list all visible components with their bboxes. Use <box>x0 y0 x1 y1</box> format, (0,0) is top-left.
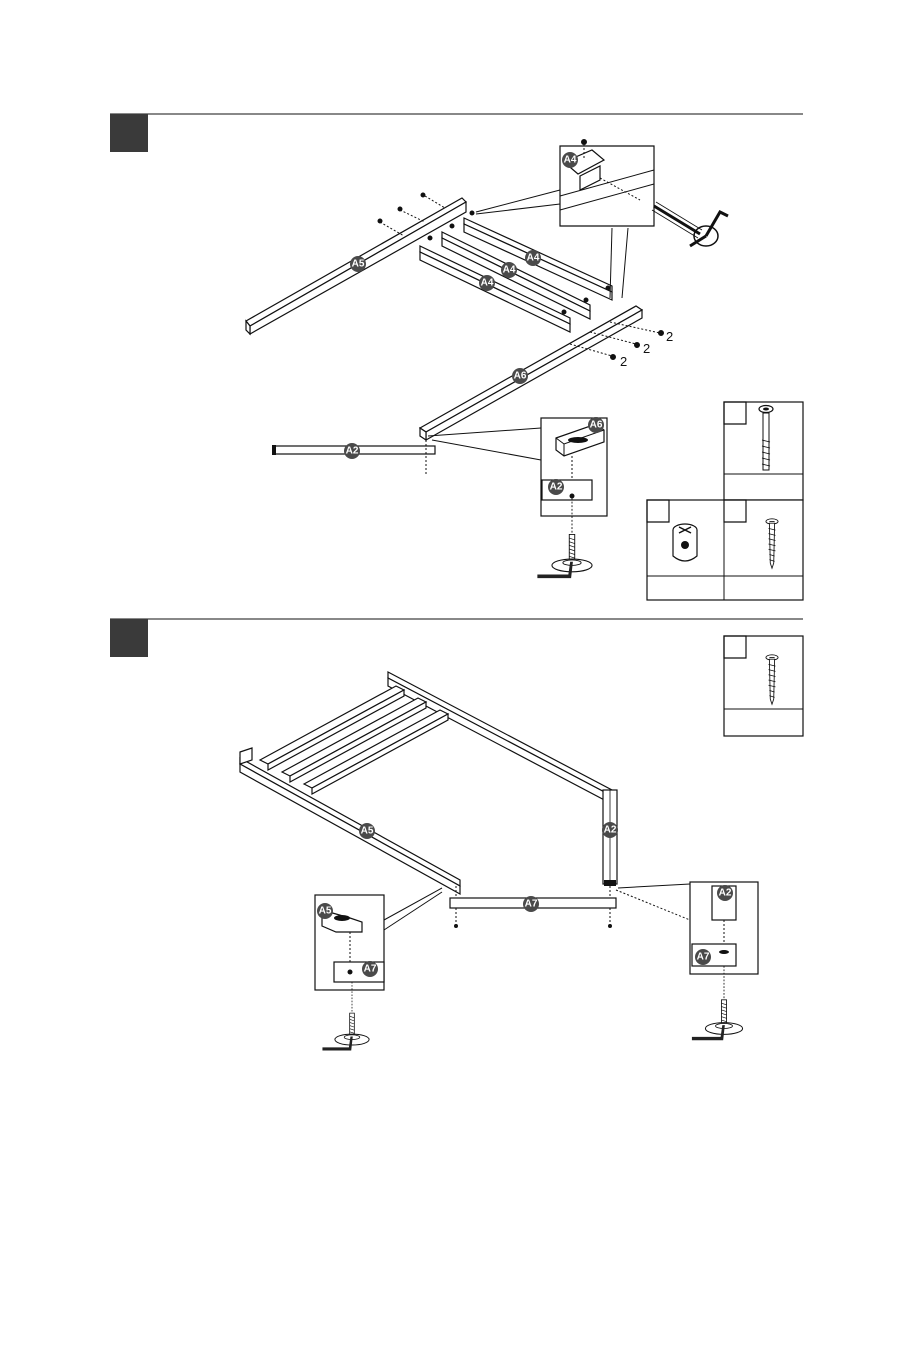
leveling-foot-icon <box>322 982 369 1050</box>
svg-text:A4: A4 <box>481 278 494 289</box>
svg-text:A7: A7 <box>525 899 538 910</box>
a6-a2-detail-callout: A6 A2 <box>428 417 607 578</box>
step-2-number-box <box>110 619 148 657</box>
a6-rail <box>420 306 642 440</box>
frame-cross-rails <box>260 686 448 794</box>
label-a4-bottom: A4 <box>479 275 495 291</box>
step-1-number-box <box>110 114 148 152</box>
svg-text:A6: A6 <box>514 371 527 382</box>
label-a2: A2 <box>344 443 360 459</box>
hardware-panel-step1 <box>647 402 803 600</box>
svg-text:A4: A4 <box>527 253 540 264</box>
svg-text:A2: A2 <box>604 825 617 836</box>
label-a4-top: A4 <box>525 250 541 266</box>
left-detail-callout: A5 A7 <box>315 888 442 1050</box>
right-detail-callout: A2 A7 <box>616 882 758 1040</box>
svg-text:A5: A5 <box>361 826 374 837</box>
bolt-count-1: 2 <box>666 329 673 344</box>
svg-text:A2: A2 <box>550 482 563 493</box>
svg-text:A5: A5 <box>319 906 332 917</box>
allen-key-icon <box>652 202 728 246</box>
hardware-panel-step2 <box>724 636 803 736</box>
label-step2-a2: A2 <box>602 822 618 838</box>
svg-text:A7: A7 <box>364 964 377 975</box>
svg-text:A5: A5 <box>352 259 365 270</box>
label-a5: A5 <box>350 256 366 272</box>
bolt-count-3: 2 <box>620 354 627 369</box>
svg-text:A4: A4 <box>564 155 577 166</box>
step-2: A5 A2 A7 A5 A7 <box>110 619 803 1050</box>
cam-nut-icon <box>673 524 697 561</box>
svg-text:A2: A2 <box>719 888 732 899</box>
leveling-foot-icon <box>692 966 743 1040</box>
svg-text:A4: A4 <box>503 265 516 276</box>
label-a4-middle: A4 <box>501 262 517 278</box>
label-a6: A6 <box>512 368 528 384</box>
frame-rear-rail <box>388 672 612 804</box>
bolt-count-2: 2 <box>643 341 650 356</box>
label-step2-a7: A7 <box>523 896 539 912</box>
step-1: A4 A4 A4 A5 A6 A2 2 2 2 <box>110 114 803 600</box>
svg-text:A6: A6 <box>590 420 603 431</box>
svg-text:A2: A2 <box>346 446 359 457</box>
svg-text:A7: A7 <box>697 952 710 963</box>
label-step2-a5: A5 <box>359 823 375 839</box>
